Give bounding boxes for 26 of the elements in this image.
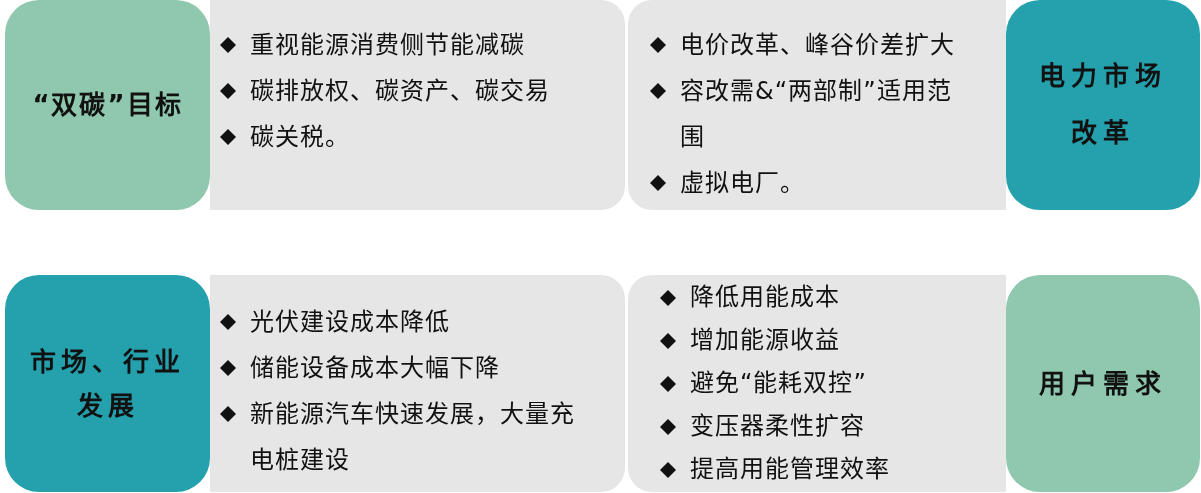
heading-text: 电力市场改革 <box>1038 60 1168 150</box>
bullet-text: 碳关税。 <box>250 122 351 153</box>
bullet-text: 光伏建设成本降低 <box>250 307 451 338</box>
bullet-text: 变压器柔性扩容 <box>690 411 866 442</box>
heading-tile <box>1006 0 1200 210</box>
bullet-text: 储能设备成本大幅下降 <box>250 353 501 384</box>
heading-tile <box>5 0 210 210</box>
bullet-text: 虚拟电厂。 <box>680 168 806 199</box>
text-panel <box>210 275 625 492</box>
heading-tile <box>5 275 210 492</box>
bullet-text: 电价改革、峰谷价差扩大 <box>680 30 956 61</box>
bullet-text: 碳排放权、碳资产、碳交易 <box>250 76 551 107</box>
text-panel <box>628 275 1006 492</box>
bullet-text: 新能源汽车快速发展，大量充电桩建设 <box>250 399 576 476</box>
bullet-text: 增加能源收益 <box>690 325 841 356</box>
heading-text: 用户需求 <box>1039 367 1167 401</box>
bullet-text: 容改需&“两部制”适用范围 <box>680 76 953 153</box>
bullet-text: 避免“能耗双控” <box>690 368 868 399</box>
heading-tile <box>1006 275 1200 492</box>
bullet-text: 降低用能成本 <box>690 282 841 313</box>
text-panel <box>628 0 1006 210</box>
bullet-text: 重视能源消费侧节能减碳 <box>250 30 526 61</box>
bullet-text: 提高用能管理效率 <box>690 454 891 485</box>
text-panel <box>210 0 625 210</box>
heading-text: “双碳”目标 <box>32 89 183 122</box>
heading-text: 市场、行业发展 <box>29 345 186 423</box>
